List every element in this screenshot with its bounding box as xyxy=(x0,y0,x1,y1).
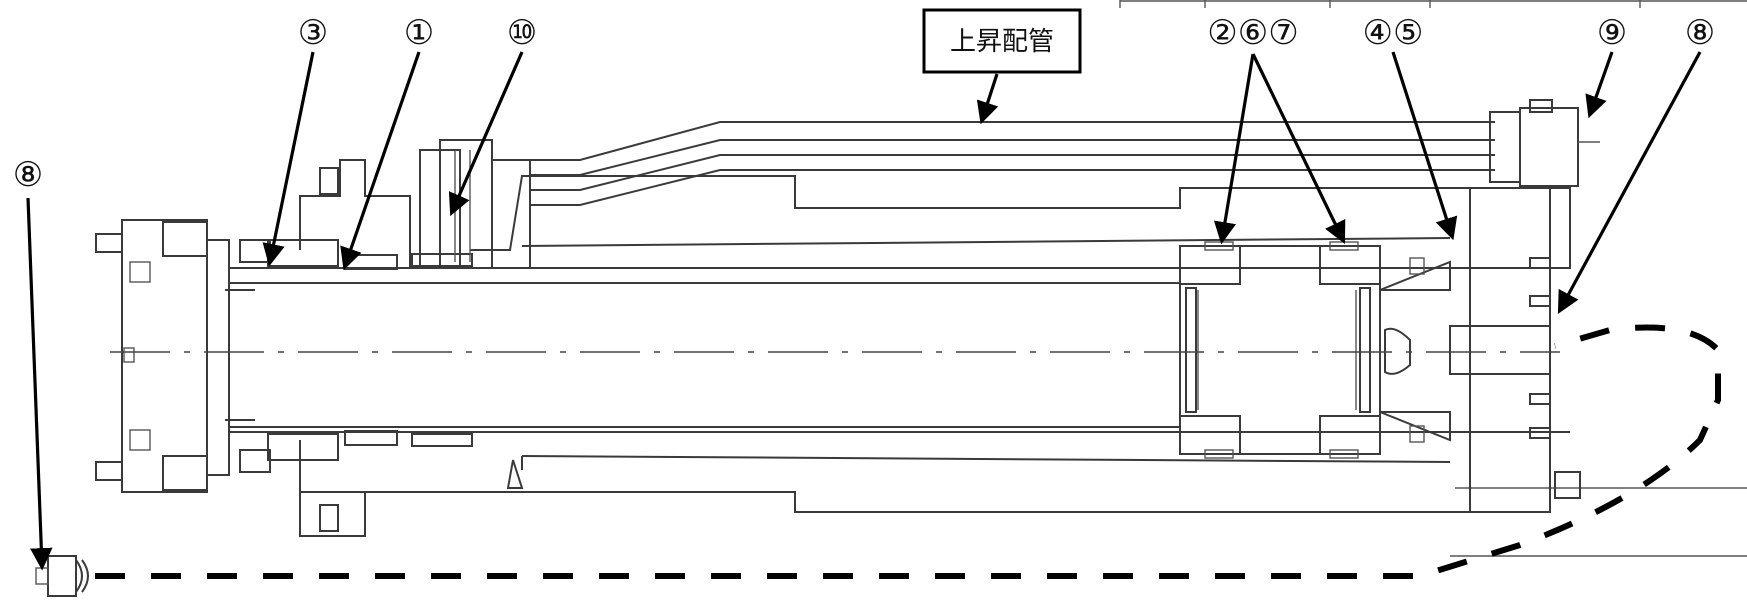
arrow-3 xyxy=(262,51,315,267)
arrow-10 xyxy=(448,51,524,217)
label-8-right: ⑧ xyxy=(1685,13,1715,53)
arrow-rising-pipe xyxy=(976,73,999,125)
left-hose-coupling xyxy=(35,555,89,597)
arrow-8-left xyxy=(26,197,53,571)
arrow-8-right xyxy=(1557,51,1702,314)
left-end-flange xyxy=(95,219,271,493)
arrow-45 xyxy=(1391,51,1458,241)
gland-packing xyxy=(267,139,531,489)
piston xyxy=(1179,241,1551,459)
rising-pipe xyxy=(530,99,1600,206)
label-4-5: ④⑤ xyxy=(1363,13,1424,53)
label-2-6-7: ②⑥⑦ xyxy=(1207,13,1298,53)
rising-pipe-label: 上昇配管 xyxy=(950,27,1054,57)
cylinder-barrel xyxy=(225,159,1747,537)
arrow-67 xyxy=(1251,53,1346,245)
label-3: ③ xyxy=(298,13,328,53)
arrow-9 xyxy=(1585,51,1614,119)
arrow-1 xyxy=(340,51,421,271)
hose-route-dashed-line xyxy=(95,324,1721,579)
label-1: ① xyxy=(404,13,434,53)
label-9: ⑨ xyxy=(1597,13,1627,53)
arrow-2 xyxy=(1213,53,1255,245)
label-10: ⑩ xyxy=(507,13,537,53)
rising-pipe-label-box xyxy=(922,8,1082,74)
right-end-cap xyxy=(1469,187,1581,513)
label-8-left: ⑧ xyxy=(13,155,43,195)
leader-arrows xyxy=(26,51,1702,571)
table-fragment xyxy=(1119,0,1747,557)
